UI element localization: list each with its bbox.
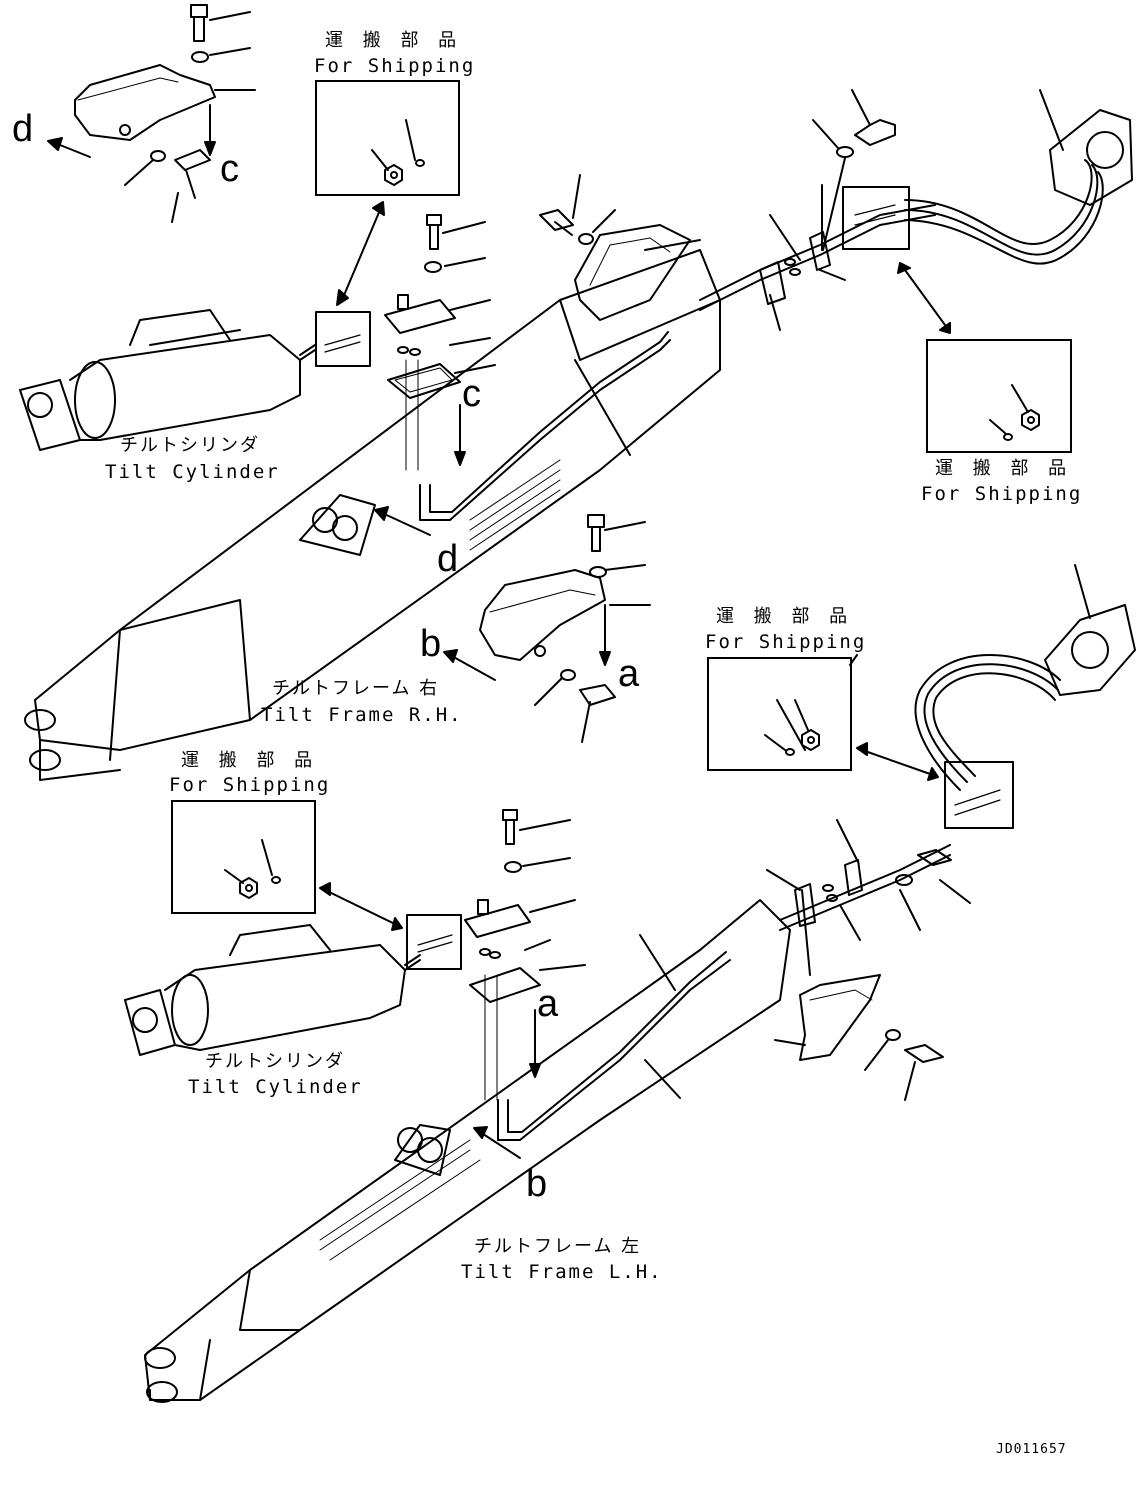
tilt-cylinder-upper-drawing — [19, 309, 316, 451]
view-letter-a-low: a — [537, 983, 559, 1025]
view-letter-d-top: d — [12, 108, 34, 150]
view-letter-b-low: b — [526, 1163, 548, 1205]
nut-icon-3 — [764, 699, 820, 756]
step-plate-upper-drawing — [74, 64, 216, 141]
view-letter-b-mid: b — [420, 623, 442, 665]
drawing-code: JD011657 — [996, 1442, 1067, 1457]
view-letter-c-top: c — [220, 148, 239, 190]
shipping-box-1 — [315, 80, 460, 196]
tilt-frame-rh-drawing — [19, 4, 1133, 781]
view-letter-a-mid: a — [618, 653, 640, 695]
tilt-frame-lh-drawing — [124, 564, 1136, 1403]
tilt-cylinder-lower-label-jp: チルトシリンダ — [205, 1051, 345, 1072]
shipping-label-1-jp: 運 搬 部 品 — [325, 30, 464, 51]
shipping-label-3-en: For Shipping — [705, 631, 867, 653]
shipping-label-2-jp: 運 搬 部 品 — [935, 458, 1074, 479]
tilt-cylinder-upper-label-jp: チルトシリンダ — [120, 435, 260, 456]
shipping-label-3-jp: 運 搬 部 品 — [716, 606, 855, 627]
shipping-box-2 — [926, 339, 1072, 453]
tilt-frame-rh-label-jp: チルトフレーム 右 — [272, 678, 440, 699]
nut-icon-4 — [224, 839, 281, 899]
shipping-label-1-en: For Shipping — [314, 55, 476, 77]
nut-icon-2 — [989, 384, 1040, 441]
nut-icon-1 — [371, 119, 425, 186]
view-letter-d-mid: d — [437, 538, 459, 580]
view-letter-c-mid: c — [462, 373, 481, 415]
tilt-cylinder-lower-label-en: Tilt Cylinder — [188, 1076, 363, 1098]
shipping-label-4-en: For Shipping — [169, 774, 331, 796]
tilt-frame-rh-label-en: Tilt Frame R.H. — [261, 704, 463, 726]
tilt-frame-lh-label-jp: チルトフレーム 左 — [474, 1236, 642, 1257]
tilt-frame-lh-label-en: Tilt Frame L.H. — [461, 1261, 663, 1283]
shipping-label-2-en: For Shipping — [921, 483, 1083, 505]
step-plate-middle-drawing — [443, 514, 651, 743]
tilt-cylinder-upper-label-en: Tilt Cylinder — [105, 461, 280, 483]
tilt-cylinder-lower-drawing — [124, 924, 421, 1056]
shipping-box-4 — [171, 800, 316, 914]
shipping-box-3 — [707, 657, 852, 771]
shipping-label-4-jp: 運 搬 部 品 — [181, 750, 320, 771]
